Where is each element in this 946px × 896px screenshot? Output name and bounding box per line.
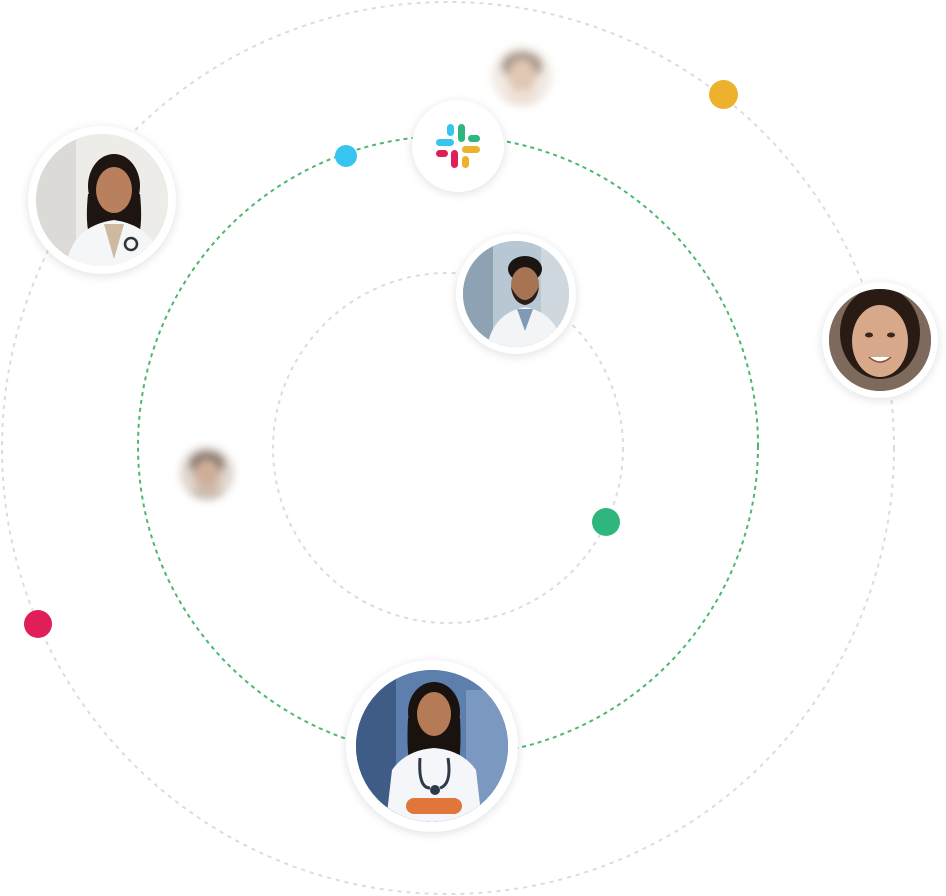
slack-logo-icon [436,124,480,168]
middle-orbit [137,135,759,757]
avatar-photo [829,289,931,391]
green-dot [592,508,620,536]
doctor-man-beard-avatar [456,234,576,354]
blue-dot [335,145,357,167]
inner-orbit [272,272,624,624]
red-dot [24,610,52,638]
woman-smiling-avatar [822,282,938,398]
doctor-woman-crossed-arms-avatar [346,660,518,832]
blurred-person-left-avatar [180,446,234,500]
avatar-photo [463,241,569,347]
doctor-woman-stethoscope-avatar [28,126,176,274]
outer-orbit [1,1,895,895]
yellow-dot [709,80,738,109]
avatar-photo [36,134,168,266]
blurred-person-top-avatar [492,46,552,106]
slack-logo-node [412,100,504,192]
avatar-photo [356,670,508,822]
